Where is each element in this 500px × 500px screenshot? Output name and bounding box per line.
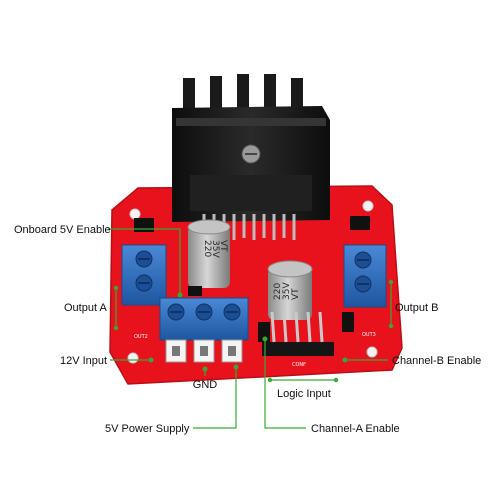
leader-5v-power-supply [193,368,237,429]
mount-hole [366,346,378,358]
label-gnd: GND [193,379,218,391]
label-onboard-5v-enable: Onboard 5V Enable [14,224,111,236]
screw-terminal-icon [159,297,249,363]
heatsink-icon [172,74,330,240]
annotation-lines [108,228,392,429]
label-output-b: Output B [395,302,438,314]
mount-hole [127,352,139,364]
cap-left-line3: VT [218,240,228,252]
label-channel-b-enable: Channel-B Enable [392,355,481,367]
jumper-icon [134,216,370,342]
cap-left-line1: 220 [202,240,212,257]
annotation-markers [113,279,394,383]
cap-right-line1: 220 [273,283,283,300]
label-output-a: Output A [64,302,107,314]
screw-terminal-icon [121,244,167,306]
label-logic-input: Logic Input [277,388,331,400]
leader-onboard-5v-enable [108,228,181,294]
silk-out2: OUT2 [134,334,148,340]
silk-conf: CONF [292,362,306,368]
mount-hole [362,200,374,212]
mount-hole [129,208,141,220]
label-channel-a-enable: Channel-A Enable [311,423,400,435]
capacitor-icon: 220 35V VT [187,219,231,288]
screw-terminal-icon [343,244,387,308]
cap-right-line3: VT [291,288,301,300]
silk-out3: OUT3 [362,332,376,338]
cap-left-line2: 35V [210,240,220,258]
leader-channel-a-enable [264,340,306,429]
label-12v-input: 12V Input [60,355,107,367]
capacitor-icon: 220 35V VT [267,260,313,320]
pin-header-icon [262,311,334,356]
label-5v-power-supply: 5V Power Supply [105,423,190,435]
cap-right-line2: 35V [282,282,292,300]
